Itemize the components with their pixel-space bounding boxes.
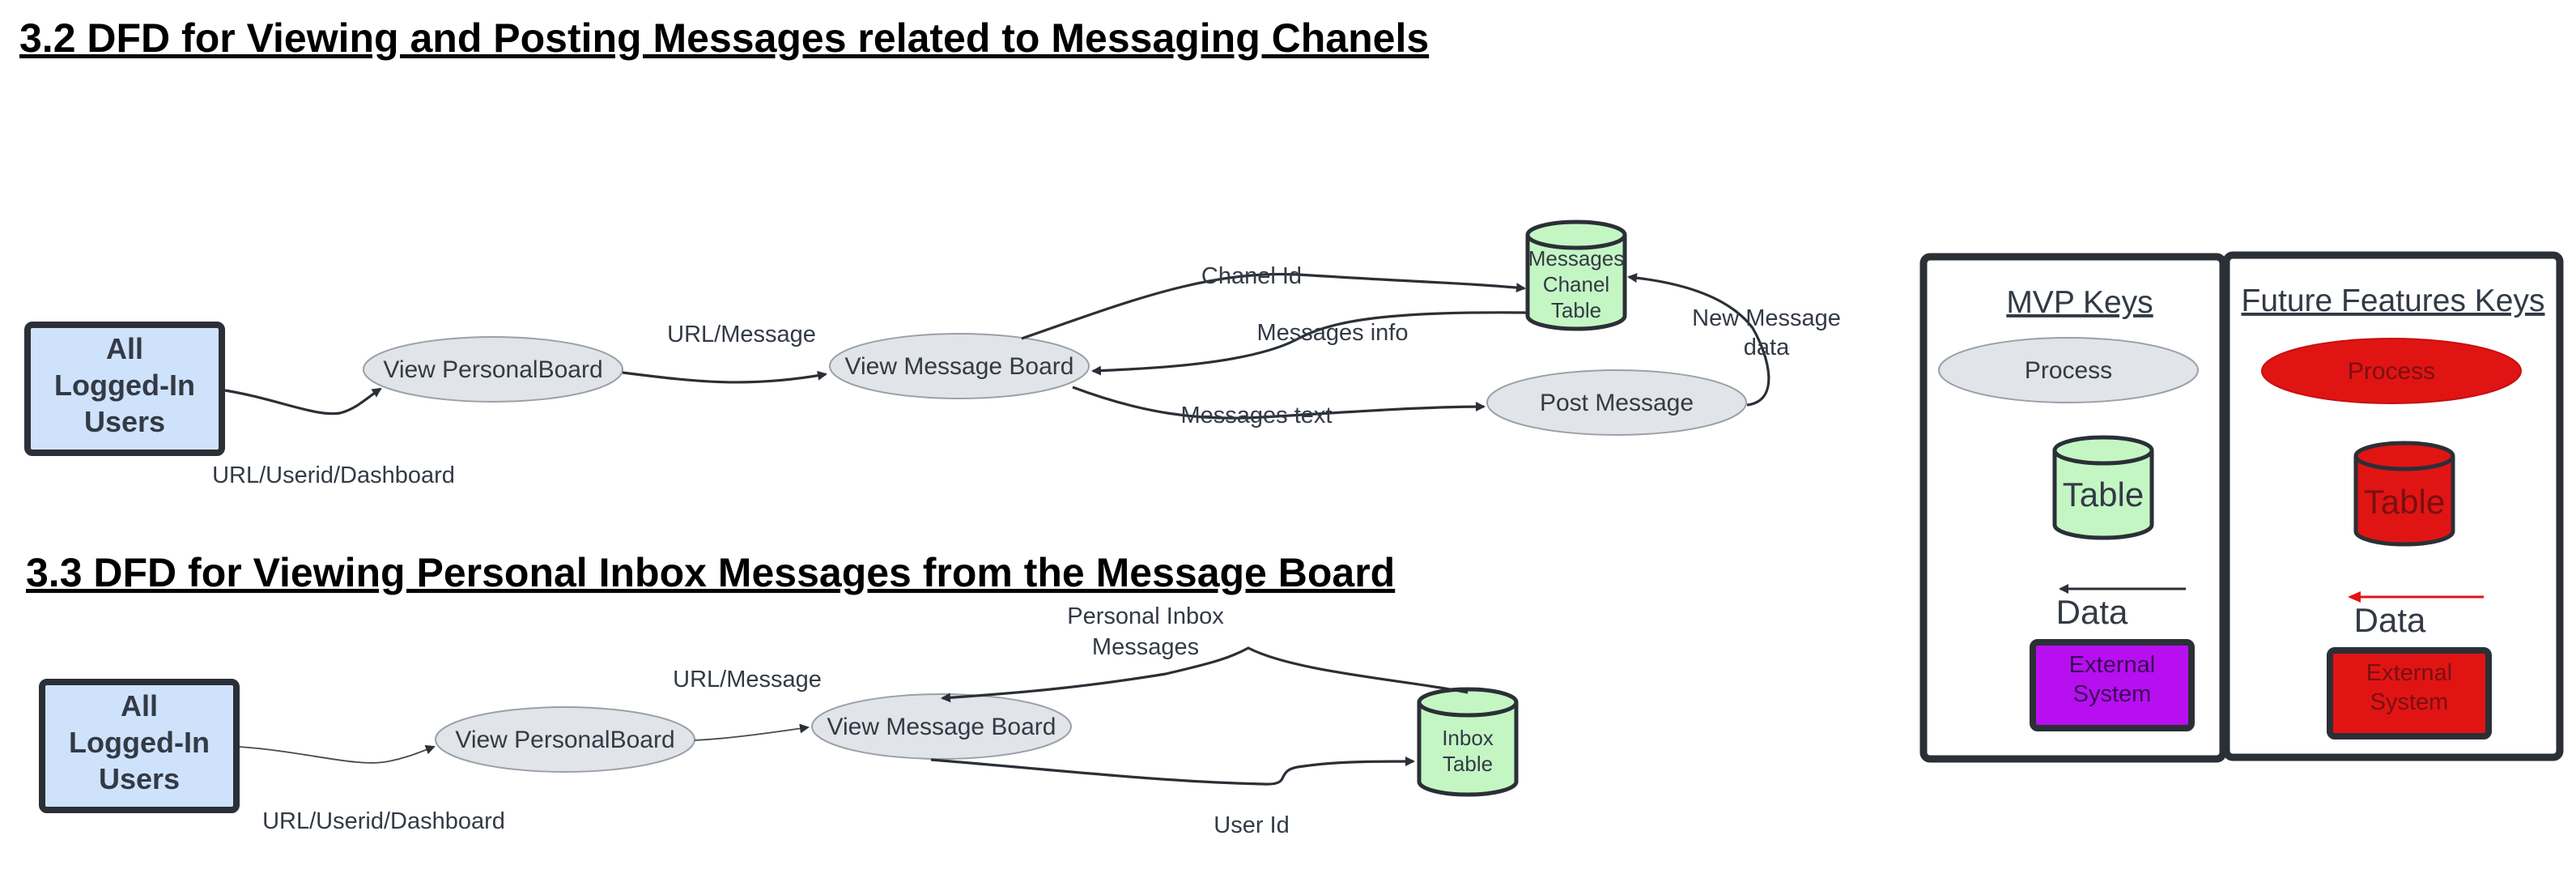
legend-mvp-data-arrow: Data — [2056, 584, 2186, 631]
s33-process-message-board[interactable]: View Message Board — [811, 693, 1072, 760]
s32-process-personal-board[interactable]: View PersonalBoard — [363, 336, 623, 403]
s32-post-message-label: Post Message — [1540, 390, 1694, 416]
s32-edge-new-message-data — [1627, 273, 1770, 407]
section-33-title: 3.3 DFD for Viewing Personal Inbox Messa… — [26, 550, 1395, 595]
s33-personal-board-label: View PersonalBoard — [455, 727, 674, 753]
legend-future-table-label: Table — [2364, 483, 2445, 521]
s33-message-board-label: View Message Board — [827, 714, 1056, 740]
s33-flow-dashboard: URL/Userid/Dashboard — [262, 808, 505, 834]
s33-edge-users-to-personal-board — [239, 744, 436, 764]
s32-flow-dashboard: URL/Userid/Dashboard — [212, 462, 455, 488]
legend-mvp-process: Process — [1938, 337, 2199, 403]
s32-edge-users-to-personal-board — [224, 387, 382, 416]
section-32-title: 3.2 DFD for Viewing and Posting Messages… — [19, 15, 1429, 61]
legend-mvp-data-label: Data — [2056, 593, 2128, 631]
legend-future-process: Process — [2261, 338, 2522, 404]
s32-edge-messages-info — [1091, 311, 1527, 376]
legend-future-keys: Future Features Keys Process Table Data … — [2222, 251, 2564, 761]
s33-edge-personal-board-to-message-board — [694, 723, 810, 741]
s32-message-board-label: View Message Board — [845, 353, 1074, 380]
s32-personal-board-label: View PersonalBoard — [383, 356, 602, 383]
s32-flow-chanel-id: Chanel Id — [1201, 263, 1302, 289]
legend-future-process-label: Process — [2348, 358, 2435, 385]
s32-flow-messages-text: Messages text — [1181, 403, 1333, 428]
s33-edge-personal-inbox — [941, 646, 1469, 703]
s33-flow-user-id: User Id — [1214, 812, 1289, 838]
s33-process-personal-board[interactable]: View PersonalBoard — [435, 706, 695, 773]
s32-edge-chanel-id — [1021, 272, 1526, 340]
legend-future-title: Future Features Keys — [2242, 283, 2545, 318]
legend-future-data-arrow: Data — [2348, 591, 2484, 639]
s32-process-post-message[interactable]: Post Message — [1486, 369, 1747, 436]
legend-mvp-process-label: Process — [2025, 357, 2112, 384]
s32-edge-messages-text — [1072, 386, 1486, 420]
legend-future-data-label: Data — [2354, 601, 2426, 639]
s32-edge-personal-board-to-message-board — [622, 370, 827, 384]
s32-process-message-board[interactable]: View Message Board — [829, 333, 1090, 399]
legend-future-table: Table — [2353, 441, 2455, 547]
s33-flow-url-message: URL/Message — [673, 667, 822, 693]
legend-mvp-table-label: Table — [2063, 475, 2144, 514]
s32-flow-url-message: URL/Message — [667, 322, 816, 347]
legend-mvp-table: Table — [2052, 435, 2154, 540]
s32-flow-messages-info: Messages info — [1257, 320, 1409, 346]
legend-mvp-title: MVP Keys — [2006, 285, 2153, 320]
s33-edge-user-id — [930, 757, 1415, 786]
